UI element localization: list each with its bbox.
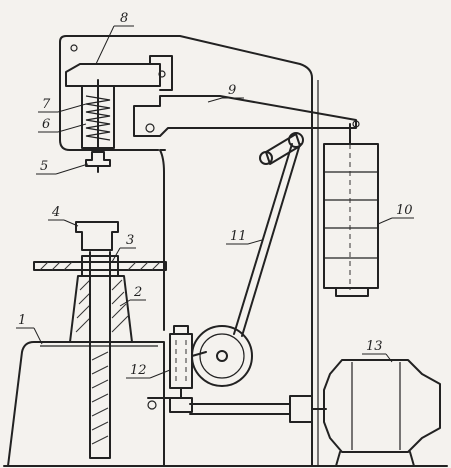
motor-body (323, 359, 441, 453)
motor-feet (335, 451, 415, 467)
callout-13: 13 (362, 339, 393, 363)
weights-stack (323, 143, 379, 289)
specimen-table (75, 221, 119, 251)
conical-support (69, 275, 133, 343)
handwheel (33, 261, 167, 271)
drive-shaft (147, 397, 291, 415)
handwheel-hub (81, 255, 119, 277)
label-1: 1 (18, 313, 26, 328)
gear-link (191, 351, 207, 357)
weight-lever (133, 95, 357, 137)
label-7: 7 (42, 97, 51, 112)
base (7, 341, 165, 467)
callout-7: 7 (38, 97, 87, 113)
cam-wheel-hub (216, 350, 228, 362)
callout-11: 11 (226, 229, 263, 245)
callout-2: 2 (119, 285, 146, 307)
shaft-coupling (289, 395, 313, 423)
spring (85, 95, 111, 141)
lifting-screw (89, 251, 111, 459)
gear-cylinder-cap (173, 325, 189, 335)
callout-8: 8 (95, 11, 134, 65)
label-11: 11 (230, 229, 247, 244)
screw-thread-hatch (91, 351, 109, 445)
lever-tip-pin (352, 120, 360, 128)
conical-support-hatch (75, 279, 129, 333)
handwheel-hatch (39, 261, 161, 271)
callout-4: 4 (48, 205, 79, 227)
label-13: 13 (366, 339, 383, 354)
upper-lever (65, 63, 161, 87)
callout-12: 12 (126, 363, 171, 379)
callout-3: 3 (111, 233, 136, 263)
shaft-end-pin (147, 400, 157, 410)
label-4: 4 (51, 205, 60, 220)
weight-divisions (324, 171, 378, 259)
weight-bottom (335, 287, 369, 297)
lever-bracket (149, 55, 173, 91)
label-3: 3 (126, 233, 134, 248)
gear-cylinder (169, 333, 193, 389)
connecting-rod (233, 143, 301, 337)
label-5: 5 (40, 159, 48, 174)
cam-wheel (191, 325, 253, 387)
callout-6: 6 (38, 117, 87, 133)
lever-end-pin (145, 123, 155, 133)
lever-pivot (158, 70, 166, 78)
callout-9: 9 (207, 83, 244, 103)
label-9: 9 (228, 83, 236, 98)
label-10: 10 (396, 203, 413, 218)
callout-1: 1 (16, 313, 43, 345)
label-12: 12 (130, 363, 147, 378)
cam-wheel-inner (199, 333, 245, 379)
label-8: 8 (120, 11, 128, 26)
indenter (85, 151, 111, 167)
label-2: 2 (133, 285, 142, 300)
callout-10: 10 (377, 203, 414, 225)
small-pivot (70, 44, 78, 52)
label-6: 6 (42, 117, 50, 132)
callout-5: 5 (36, 159, 89, 175)
